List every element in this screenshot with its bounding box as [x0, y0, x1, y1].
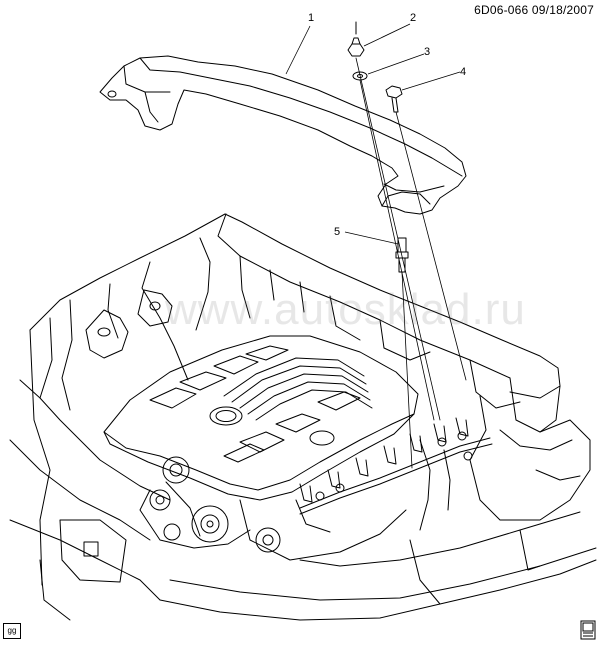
upper-brace-bar	[99, 55, 467, 215]
engine-assembly	[103, 335, 493, 561]
callout-1: 1	[308, 12, 315, 24]
callout-4: 4	[460, 66, 467, 78]
stud-part-5	[395, 237, 409, 273]
manual-logo-icon	[580, 620, 596, 640]
drawing-reference-label: 6D06-066 09/18/2007	[474, 3, 594, 17]
footer-tag: gg	[3, 623, 21, 639]
callout-3: 3	[424, 46, 431, 58]
callout-2: 2	[410, 12, 417, 24]
engine-bay-structure	[9, 213, 597, 621]
nut-part-2	[347, 21, 365, 57]
callout-5: 5	[334, 226, 341, 238]
